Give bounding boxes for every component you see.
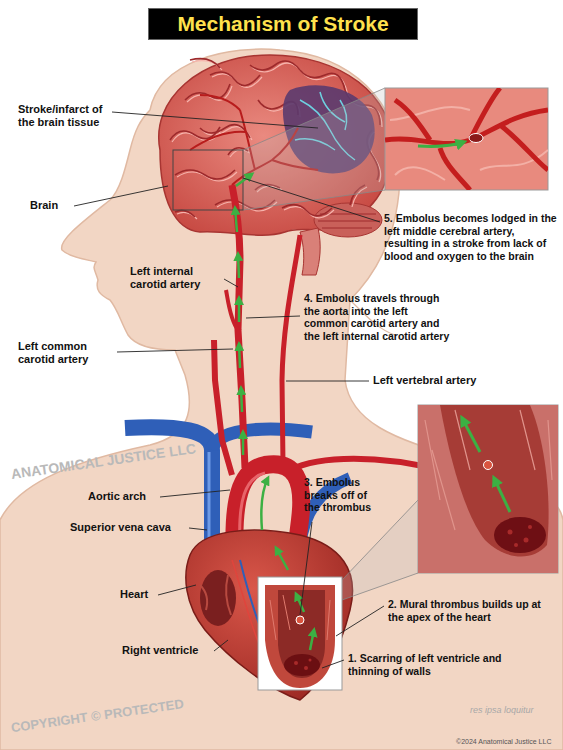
structure-label: Left vertebral artery — [373, 374, 513, 387]
copyright-note: ©2024 Anatomical Justice LLC — [456, 738, 560, 746]
zoom-connector — [243, 190, 385, 210]
brain — [318, 214, 380, 228]
body-silhouette — [0, 49, 563, 750]
zoom-inset-ventricle — [484, 461, 493, 470]
zoom-connector — [243, 88, 385, 210]
heart-detail-box — [284, 654, 320, 676]
brain — [314, 203, 382, 237]
leader-line — [158, 585, 196, 595]
zoom-inset-ventricle — [418, 405, 558, 573]
embolus-path-arrows — [235, 174, 314, 650]
leader-line — [322, 660, 344, 668]
zoom-inset-artery — [385, 88, 548, 190]
zoom-inset-ventricle — [508, 530, 513, 535]
callout-text: 1. Scarring of left ventricle and thinni… — [348, 652, 523, 677]
embolus-path-arrows — [241, 388, 242, 412]
heart-detail-box — [270, 595, 330, 640]
embolus-path-arrows — [238, 298, 241, 322]
zoom-inset-artery — [418, 142, 464, 146]
leader-line — [243, 178, 380, 222]
heart-detail-box — [258, 577, 342, 690]
structure-label: Brain — [30, 199, 72, 212]
callout-text: 3. Embolus breaks off of the thrombus — [304, 476, 382, 514]
structure-label: Heart — [120, 588, 156, 601]
heart — [200, 570, 236, 626]
heart-detail-box — [258, 577, 342, 690]
embolus-path-arrows — [310, 630, 314, 650]
structure-label: Left internal carotid artery — [130, 265, 222, 291]
leader-line — [74, 186, 168, 206]
zoom-inset-ventricle — [494, 478, 510, 512]
zoom-inset-ventricle — [418, 405, 558, 573]
zoom-inset-ventricle — [524, 538, 529, 543]
leader-line — [336, 606, 384, 636]
arteries — [226, 290, 238, 330]
zoom-inset-ventricle — [440, 405, 549, 556]
zoom-inset-ventricle — [425, 410, 552, 530]
arteries — [214, 340, 232, 475]
zoom-inset-ventricle — [462, 418, 480, 452]
heart-detail-box — [304, 666, 308, 670]
leader-line — [74, 112, 384, 668]
zoom-connector — [342, 573, 418, 600]
embolus-path-arrows — [238, 254, 239, 278]
brain — [159, 55, 392, 275]
zoom-inset-artery — [385, 88, 548, 190]
zoom-inset-ventricle — [494, 517, 546, 553]
zoom-inset-ventricle — [514, 543, 518, 547]
embolus-path-arrows — [235, 208, 237, 232]
callout-text: 2. Mural thrombus builds up at the apex … — [388, 598, 558, 623]
title-text: Mechanism of Stroke — [177, 12, 388, 36]
callout-text: 5. Embolus becomes lodged in the left mi… — [384, 212, 558, 262]
zoom-inset-artery — [385, 88, 548, 190]
title-banner: Mechanism of Stroke — [148, 8, 418, 40]
zoom-frame — [173, 150, 243, 210]
leader-line — [246, 316, 300, 318]
zoom-connector — [243, 88, 385, 150]
leader-line — [117, 349, 233, 352]
embolus-path-arrows — [242, 432, 245, 455]
structure-label: Right ventricle — [122, 644, 212, 657]
leader-line — [300, 522, 312, 615]
leader-line — [286, 381, 369, 382]
leader-line — [160, 490, 230, 497]
leader-line — [224, 279, 238, 287]
structure-label: Left common carotid artery — [18, 340, 115, 366]
heart-detail-box — [265, 585, 335, 688]
embolus-path-arrows — [276, 548, 288, 570]
zoom-inset-artery — [385, 88, 548, 190]
structure-label: Aortic arch — [88, 490, 158, 503]
heart-detail-box — [296, 616, 304, 624]
zoom-inset-ventricle — [528, 525, 532, 529]
watermark: res ipsa loquitur — [470, 705, 555, 716]
heart-detail-box — [294, 661, 298, 665]
callout-text: 4. Embolus travels through the aorta int… — [304, 292, 454, 342]
zoom-connector — [342, 500, 418, 600]
heart — [186, 530, 353, 700]
leader-line — [214, 640, 228, 651]
arteries — [282, 235, 300, 465]
zoom-inset-ventricle — [418, 405, 558, 573]
structure-label: Stroke/infarct of the brain tissue — [18, 103, 110, 129]
heart — [200, 575, 231, 615]
embolus-path-arrows — [261, 478, 268, 530]
zoom-inset-ventricle — [418, 405, 558, 573]
leader-line — [112, 112, 318, 128]
structure-label: Superior vena cava — [70, 521, 186, 534]
heart-detail-box — [309, 659, 312, 662]
zoom-inset-artery — [469, 134, 483, 143]
brain — [300, 228, 320, 275]
embolus-path-arrows — [239, 344, 240, 368]
leader-line — [189, 528, 207, 530]
heart — [186, 530, 353, 700]
body-silhouette — [0, 49, 563, 750]
